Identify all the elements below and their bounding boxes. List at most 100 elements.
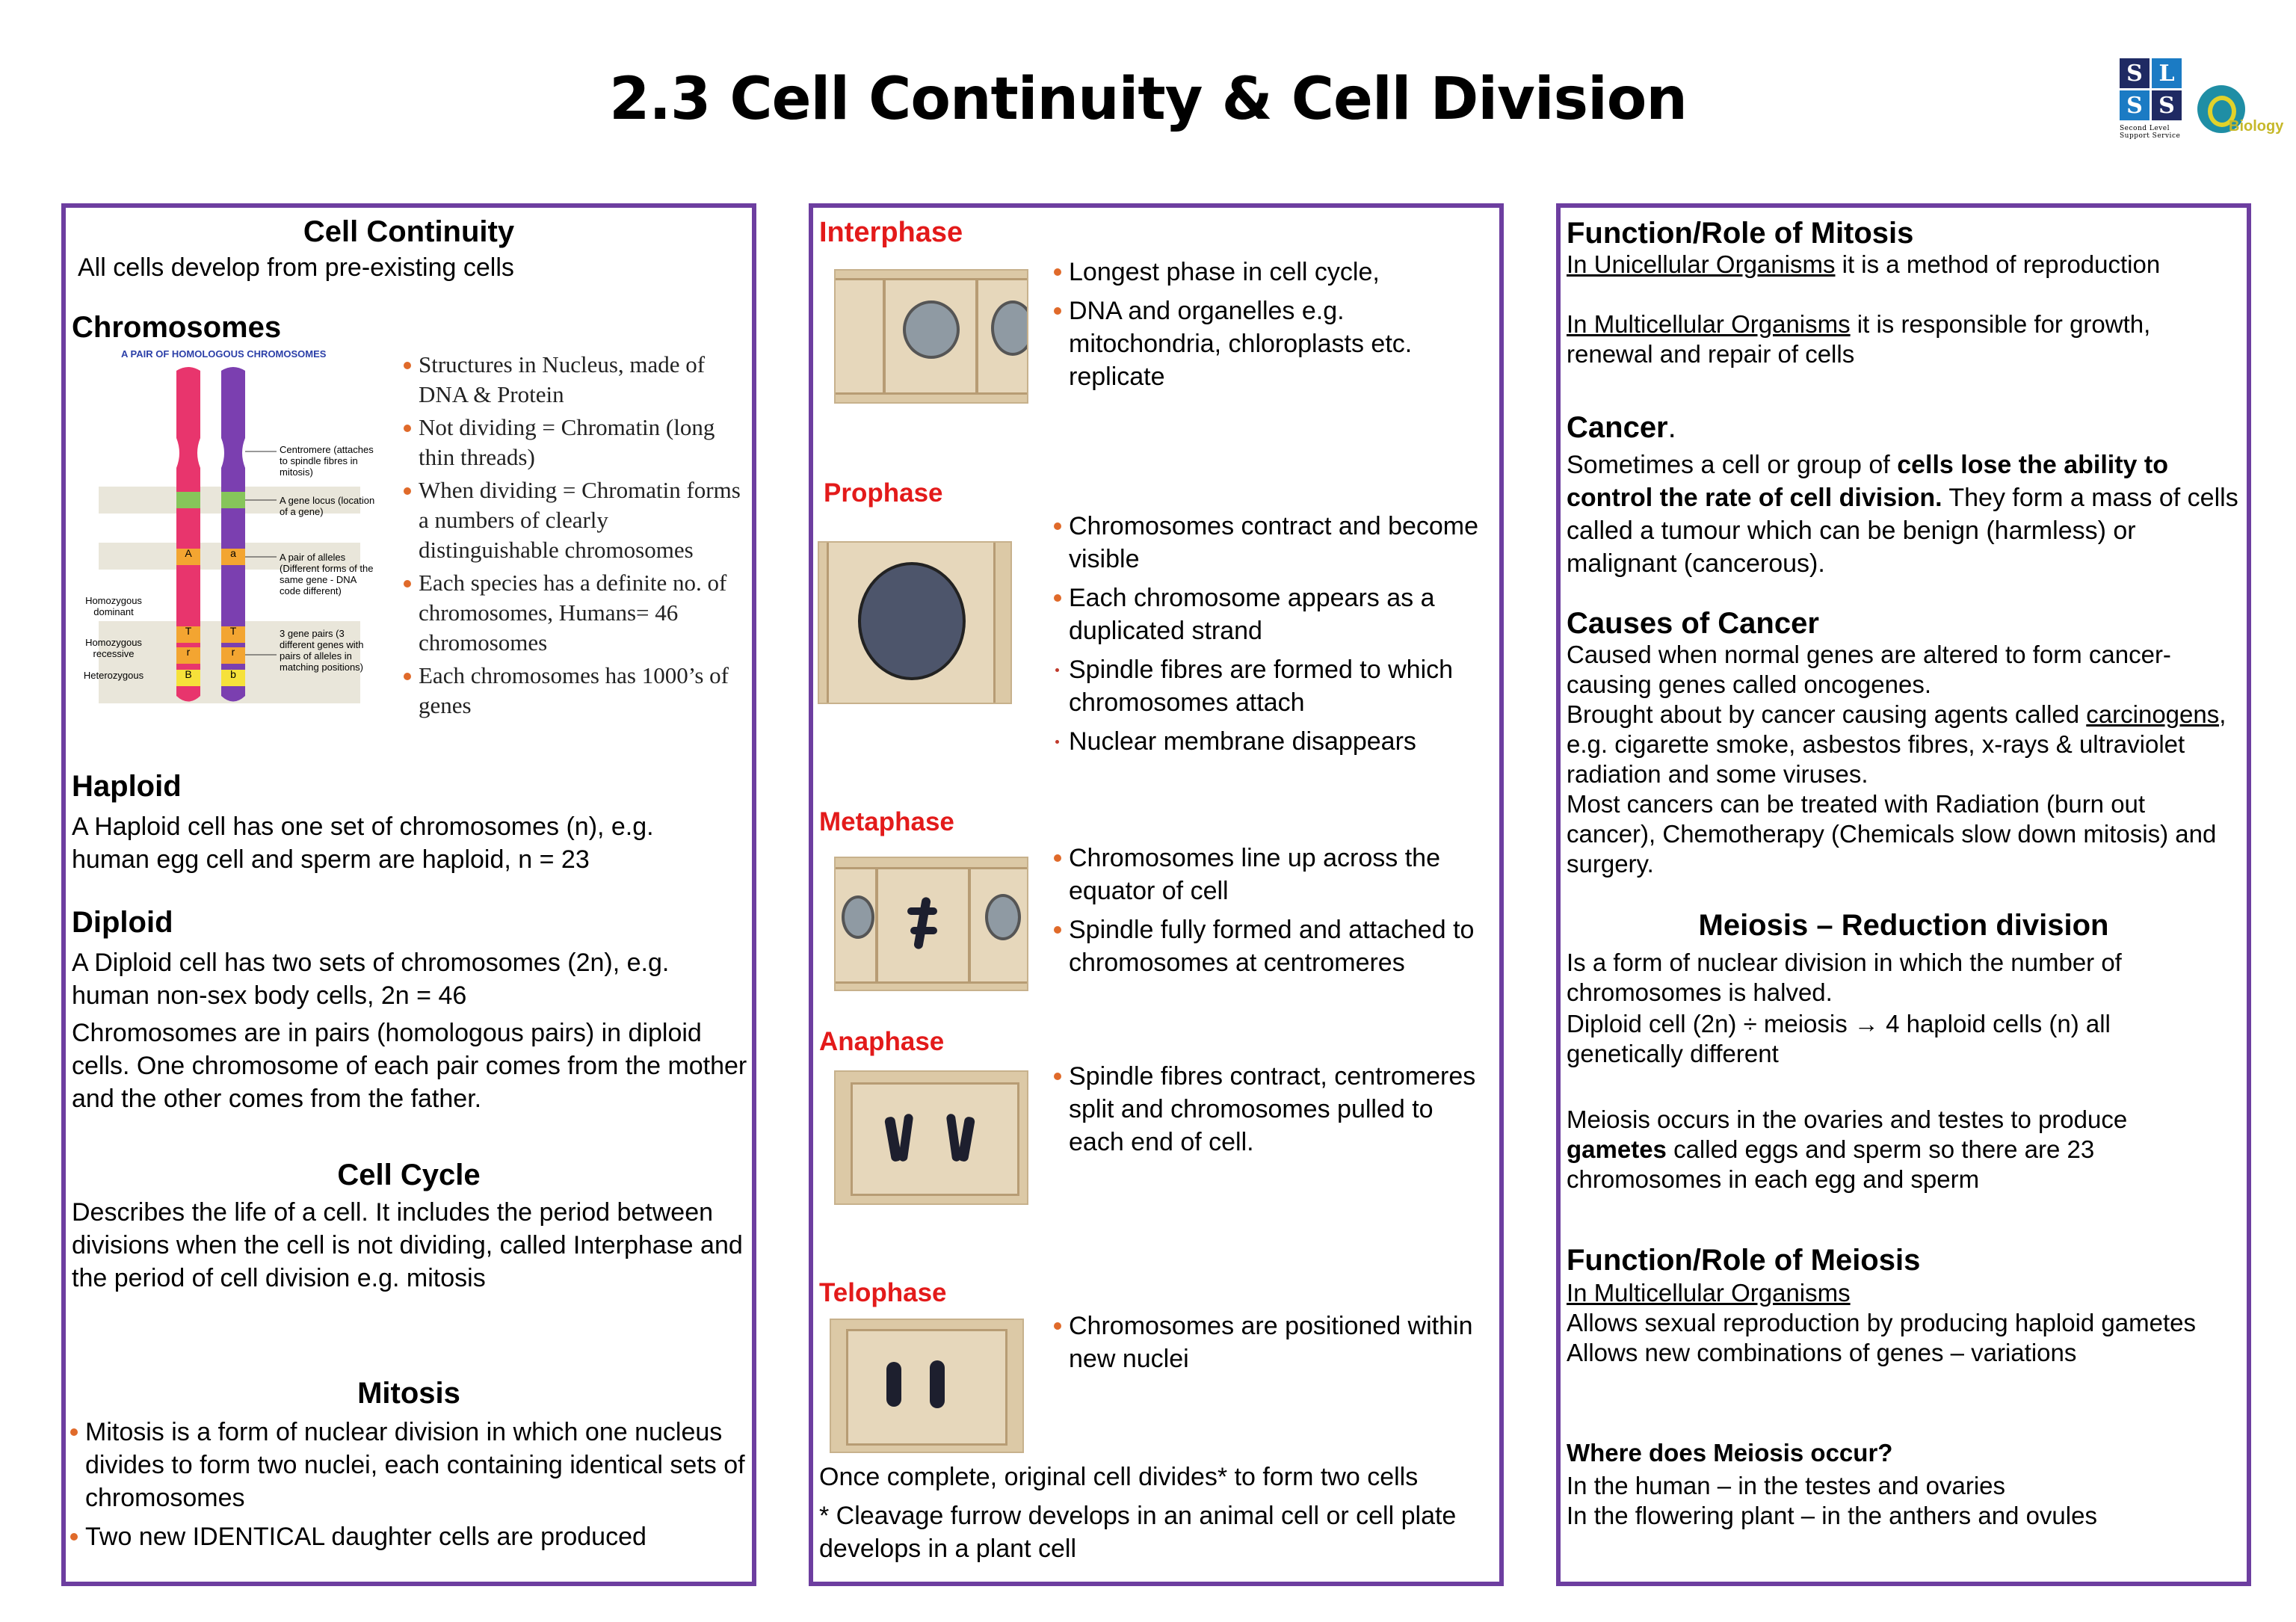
anaphase-heading: Anaphase (819, 1027, 945, 1056)
allele-label: A (185, 547, 192, 559)
panel-mitosis-meiosis: Function/Role of Mitosis In Unicellular … (1556, 203, 2251, 1586)
allele-label: b (230, 668, 236, 680)
list-item: Chromosomes line up across the equator o… (1052, 842, 1486, 907)
homozygous-dominant-label: Homozygous dominant (85, 595, 142, 617)
meiosis-text3-a: Meiosis occurs in the ovaries and testes… (1567, 1106, 2128, 1133)
list-item: Longest phase in cell cycle, (1052, 256, 1486, 289)
haploid-text: A Haploid cell has one set of chromosome… (72, 812, 654, 874)
telophase-heading: Telophase (819, 1278, 947, 1307)
multicellular-desc: it is responsible for growth, renewal an… (1567, 310, 2151, 368)
centromere-label: Centromere (attaches to spindle fibres i… (280, 444, 374, 478)
diploid-heading: Diploid (72, 906, 173, 939)
meiosis-line: Is a form of nuclear division in which t… (1567, 949, 2122, 1006)
diploid-text: A Diploid cell has two sets of chromosom… (72, 949, 670, 1010)
biology-logo: Biology (2197, 85, 2284, 138)
metaphase-micrograph (834, 857, 1028, 991)
list-item: Each chromosomes has 1000’s of genes (402, 661, 746, 721)
function-meiosis-text: In Multicellular Organisms Allows sexual… (1567, 1278, 2209, 1368)
list-item: Two new IDENTICAL daughter cells are pro… (69, 1520, 745, 1553)
meiosis-heading: Meiosis – Reduction division (1698, 909, 2109, 942)
slss-letter: L (2152, 58, 2182, 88)
list-item: Mitosis is a form of nuclear division in… (69, 1416, 745, 1514)
diagram-title: A PAIR OF HOMOLOGOUS CHROMOSOMES (121, 348, 327, 360)
causes-line2-b: e.g. cigarette smoke, asbestos fibres, x… (1567, 730, 2185, 788)
causes-line: Most cancers can be treated with Radiati… (1567, 790, 2217, 878)
list-item: When dividing = Chromatin forms a number… (402, 475, 746, 565)
anaphase-list: Spindle fibres contract, centromeres spl… (1052, 1060, 1486, 1159)
prophase-list: Chromosomes contract and become visible … (1052, 510, 1486, 758)
where-line: In the human – in the testes and ovaries (1567, 1472, 2006, 1499)
list-item: Each chromosome appears as a duplicated … (1052, 582, 1486, 647)
mitosis-list: Mitosis is a form of nuclear division in… (69, 1416, 745, 1553)
division-complete-text: Once complete, original cell divides* to… (819, 1463, 1419, 1491)
alleles-label: A pair of alleles (Different forms of th… (280, 552, 374, 596)
cell-cycle-text: Describes the life of a cell. It include… (72, 1198, 743, 1292)
allele-label: r (231, 646, 235, 658)
biology-word: Biology (2229, 118, 2284, 135)
logos: S L S S Second Level Support Service Bio… (2120, 58, 2284, 163)
slss-letter: S (2120, 90, 2150, 120)
list-item: DNA and organelles e.g. mitochondria, ch… (1052, 295, 1486, 393)
cancer-text: Sometimes a cell or group of cells lose … (1567, 448, 2247, 580)
cancer-heading-suffix: . (1667, 411, 1676, 444)
unicellular-label: In Unicellular Organisms (1567, 250, 1836, 278)
function-mitosis-heading: Function/Role of Mitosis (1567, 217, 1914, 250)
telophase-list: Chromosomes are positioned within new nu… (1052, 1310, 1486, 1375)
meiosis-text: Is a form of nuclear division in which t… (1567, 948, 2224, 1194)
multicellular-label: In Multicellular Organisms (1567, 310, 1851, 338)
where-meiosis-heading: Where does Meiosis occur? (1567, 1439, 1893, 1467)
unicellular-desc: it is a method of reproduction (1835, 250, 2161, 278)
where-meiosis-text: In the human – in the testes and ovaries… (1567, 1471, 2243, 1531)
list-item: Structures in Nucleus, made of DNA & Pro… (402, 350, 746, 410)
chromosome-pair-svg (99, 367, 360, 703)
slss-caption: Second Level Support Service (2120, 125, 2181, 140)
interphase-micrograph (834, 269, 1028, 404)
chromosomes-heading: Chromosomes (72, 311, 282, 344)
allele-label: r (186, 646, 191, 658)
chromosome-facts-list: Structures in Nucleus, made of DNA & Pro… (402, 350, 746, 721)
mitosis-heading: Mitosis (357, 1377, 460, 1410)
causes-text: Caused when normal genes are altered to … (1567, 640, 2235, 879)
slss-logo: S L S S Second Level Support Service (2120, 58, 2184, 163)
list-item: Chromosomes contract and become visible (1052, 510, 1486, 576)
cell-cycle-heading: Cell Cycle (337, 1159, 481, 1191)
page-title: 2.3 Cell Continuity & Cell Division (609, 66, 1688, 133)
cell-continuity-heading: Cell Continuity (303, 215, 515, 248)
causes-line: Caused when normal genes are altered to … (1567, 641, 2171, 698)
unicellular-text: In Unicellular Organisms it is a method … (1567, 250, 2243, 280)
causes-line2-a: Brought about by cancer causing agents c… (1567, 700, 2087, 728)
cell-continuity-text: All cells develop from pre-existing cell… (78, 253, 514, 282)
cancer-heading-row: Cancer. (1567, 411, 1676, 445)
interphase-list: Longest phase in cell cycle, DNA and org… (1052, 256, 1486, 393)
meiosis-function-line: Allows new combinations of genes – varia… (1567, 1339, 2077, 1366)
function-meiosis-heading: Function/Role of Meiosis (1567, 1244, 1921, 1277)
where-line: In the flowering plant – in the anthers … (1567, 1502, 2097, 1529)
causes-line: Brought about by cancer causing agents c… (1567, 700, 2235, 789)
telophase-micrograph (830, 1319, 1024, 1453)
metaphase-list: Chromosomes line up across the equator o… (1052, 842, 1486, 979)
multicellular-text: In Multicellular Organisms it is respons… (1567, 309, 2243, 369)
biology-icon (2197, 85, 2245, 133)
metaphase-heading: Metaphase (819, 807, 954, 836)
list-item: Spindle fully formed and attached to chr… (1052, 913, 1486, 979)
panel-cell-continuity: Cell Continuity All cells develop from p… (61, 203, 756, 1586)
gene-locus-label: A gene locus (location of a gene) (280, 495, 375, 517)
homologous-chromosomes-diagram: A PAIR OF HOMOLOGOUS CHROMOSOMES A a T T (76, 348, 405, 737)
gene-pairs-label: 3 gene pairs (3 different genes with pai… (280, 628, 364, 673)
interphase-heading: Interphase (819, 217, 963, 248)
allele-label: a (230, 547, 236, 559)
meiosis-function-line: Allows sexual reproduction by producing … (1567, 1309, 2196, 1336)
cancer-text-b: They form a mass of cells called a tumou… (1567, 484, 2238, 578)
list-item: Chromosomes are positioned within new nu… (1052, 1310, 1486, 1375)
diploid-pairs-text: Chromosomes are in pairs (homologous pai… (72, 1019, 747, 1113)
list-item: Each species has a definite no. of chrom… (402, 568, 746, 658)
list-item: Spindle fibres are formed to which chrom… (1052, 653, 1486, 719)
gametes-bold: gametes (1567, 1135, 1667, 1163)
meiosis-text3-b: called eggs and sperm so there are 23 ch… (1567, 1135, 2095, 1193)
meiosis-line: Meiosis occurs in the ovaries and testes… (1567, 1105, 2224, 1194)
slss-letter: S (2120, 58, 2150, 88)
prophase-heading: Prophase (824, 478, 943, 508)
homozygous-recessive-label: Homozygous recessive (85, 637, 142, 659)
list-item: Nuclear membrane disappears (1052, 725, 1486, 758)
cancer-heading: Cancer (1567, 411, 1668, 444)
